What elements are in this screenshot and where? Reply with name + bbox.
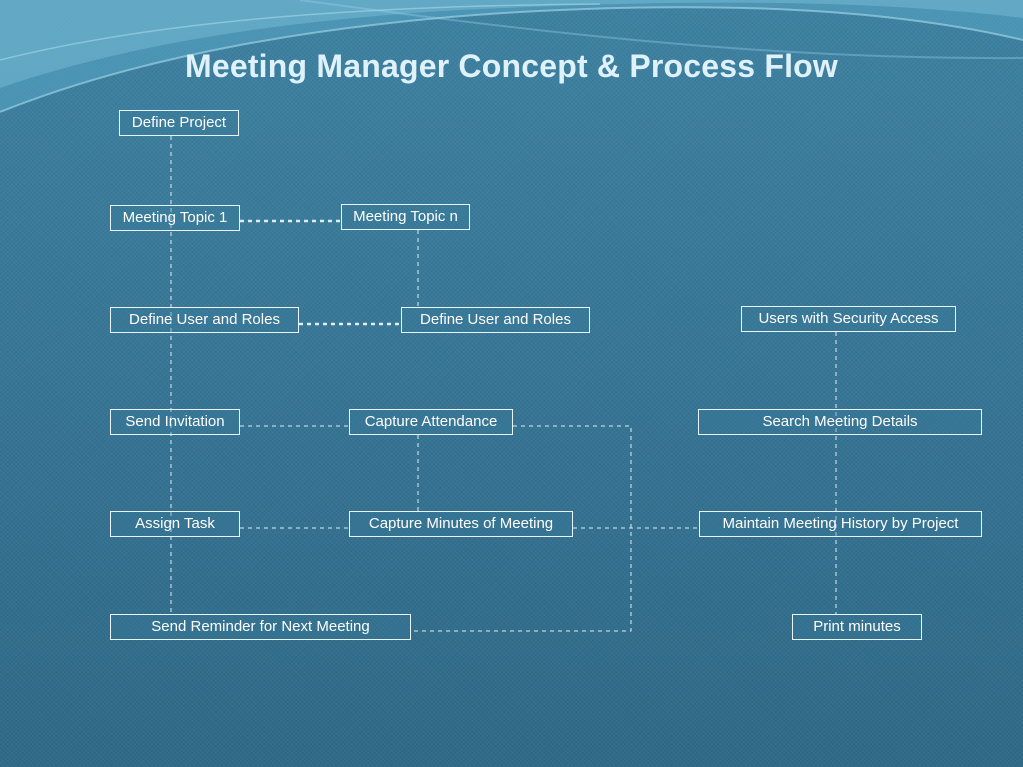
node-define-user-roles-1: Define User and Roles [110,307,299,333]
node-search-meeting-details: Search Meeting Details [698,409,982,435]
page-title: Meeting Manager Concept & Process Flow [184,48,839,84]
node-define-project: Define Project [119,110,239,136]
node-maintain-history: Maintain Meeting History by Project [699,511,982,537]
node-meeting-topic-1: Meeting Topic 1 [110,205,240,231]
node-print-minutes: Print minutes [792,614,922,640]
node-meeting-topic-n: Meeting Topic n [341,204,470,230]
node-assign-task: Assign Task [110,511,240,537]
node-send-invitation: Send Invitation [110,409,240,435]
node-users-security-access: Users with Security Access [741,306,956,332]
node-capture-attendance: Capture Attendance [349,409,513,435]
node-define-user-roles-2: Define User and Roles [401,307,590,333]
node-capture-minutes: Capture Minutes of Meeting [349,511,573,537]
decorative-swoosh [0,0,1023,113]
node-send-reminder: Send Reminder for Next Meeting [110,614,411,640]
